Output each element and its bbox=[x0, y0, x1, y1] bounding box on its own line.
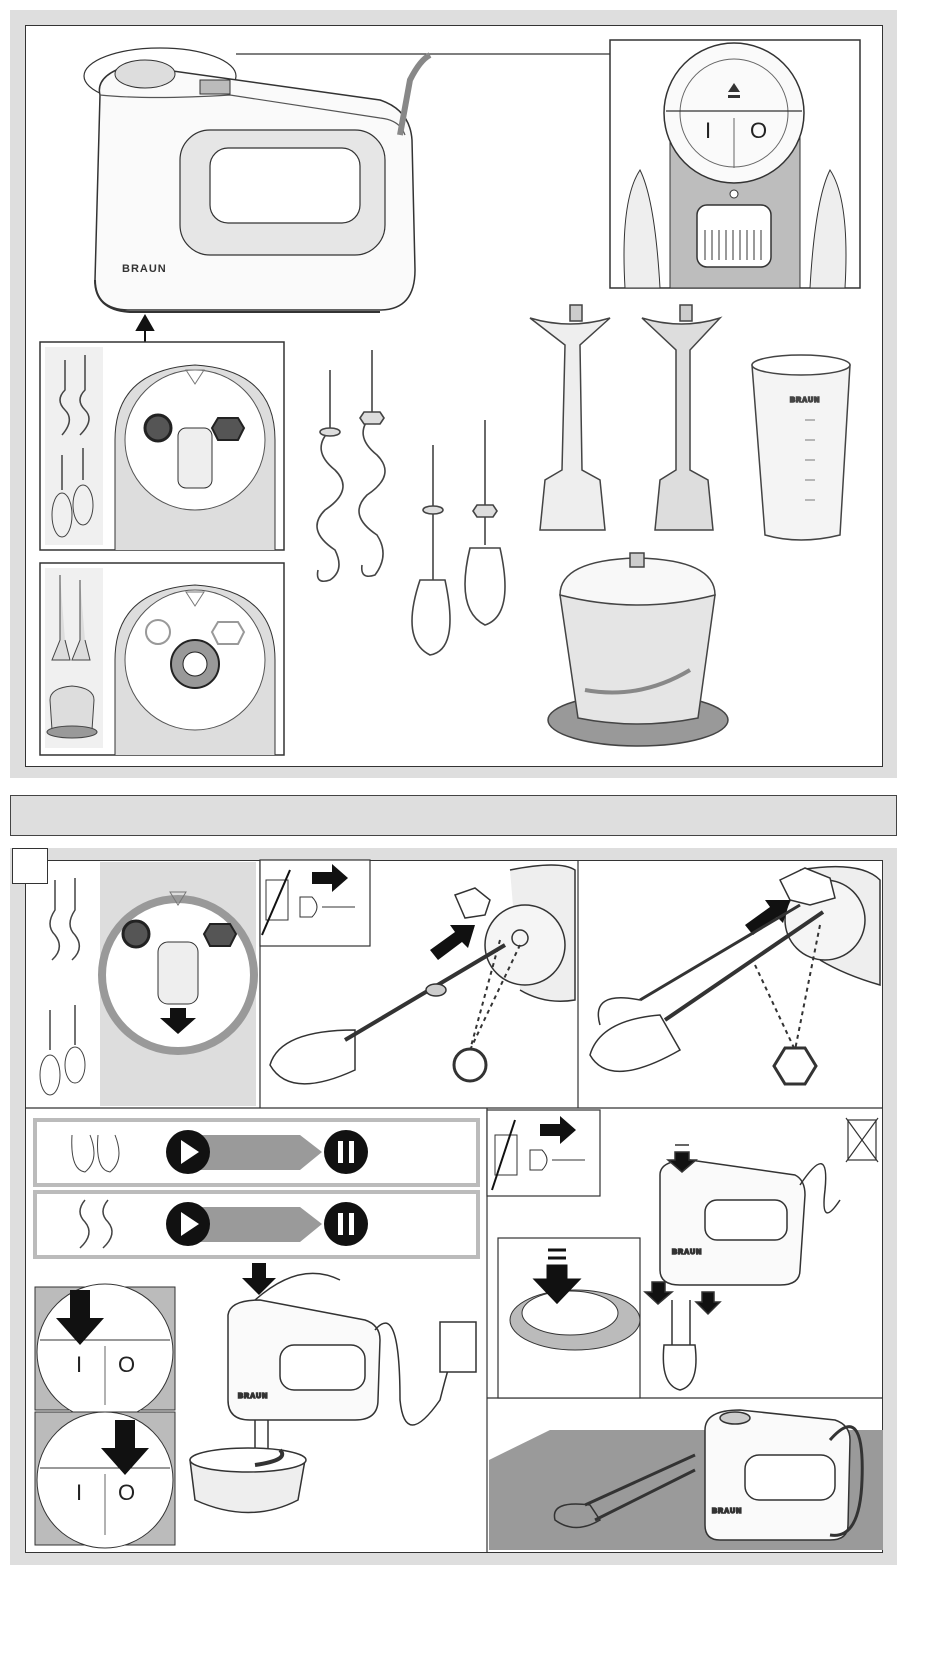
no-water-icon bbox=[845, 1117, 879, 1163]
blender-shafts bbox=[529, 304, 723, 531]
step-select-socket bbox=[39, 862, 258, 1106]
arrow-up-icon bbox=[135, 313, 155, 342]
dough-hooks bbox=[316, 350, 386, 583]
arrow-down-icon bbox=[101, 1420, 149, 1475]
off-symbol: O bbox=[750, 118, 767, 143]
step-storage: BRAUN bbox=[489, 1409, 883, 1550]
speed-chart-whisks bbox=[33, 1118, 480, 1187]
unplug-warning-box bbox=[259, 859, 371, 947]
rotate-icon bbox=[254, 1448, 285, 1467]
pause-icon bbox=[324, 1202, 368, 1246]
off-symbol: O bbox=[118, 1480, 135, 1505]
arrow-right-icon bbox=[312, 864, 348, 892]
eject-icon bbox=[728, 83, 740, 98]
section-label-box bbox=[12, 848, 48, 884]
eject-dial-box bbox=[497, 1237, 641, 1399]
no-socket-icon bbox=[261, 869, 291, 936]
step-insert-whisk bbox=[269, 864, 576, 1085]
caption-bar bbox=[10, 795, 897, 836]
step-insert-second-whisk bbox=[589, 865, 881, 1086]
arrow-down-icon bbox=[665, 1144, 699, 1173]
step-eject-beaters: BRAUN bbox=[643, 1144, 841, 1391]
chopper-attachment bbox=[547, 552, 729, 747]
brand-logo: BRAUN bbox=[672, 1249, 702, 1256]
hand-mixer-body: BRAUN bbox=[94, 52, 432, 313]
off-symbol: O bbox=[118, 1352, 135, 1377]
arrow-right-icon bbox=[430, 925, 475, 960]
arrow-down-icon bbox=[242, 1263, 276, 1295]
brand-logo: BRAUN bbox=[238, 1393, 268, 1400]
switch-on-dial: I O bbox=[34, 1283, 176, 1421]
socket-beaters-inset bbox=[39, 341, 285, 551]
beaker-logo: BRAUN bbox=[790, 397, 820, 404]
switch-closeup-inset: I O bbox=[609, 39, 861, 289]
brand-logo: BRAUN bbox=[712, 1508, 742, 1515]
on-symbol: I bbox=[76, 1352, 82, 1377]
on-symbol: I bbox=[705, 118, 711, 143]
socket-blender-inset bbox=[39, 562, 285, 756]
speed-chart-hooks bbox=[33, 1190, 480, 1259]
brand-logo: BRAUN bbox=[122, 263, 167, 275]
arrow-down-icon bbox=[56, 1290, 104, 1345]
plug-icon bbox=[299, 896, 355, 918]
step-mixing-bowl: BRAUN bbox=[189, 1263, 477, 1514]
arrow-right-icon bbox=[540, 1116, 576, 1144]
pause-icon bbox=[324, 1130, 368, 1174]
switch-off-dial: I O bbox=[34, 1411, 176, 1549]
plug-icon bbox=[529, 1149, 585, 1171]
unplug-warning-box-2 bbox=[486, 1109, 601, 1197]
arrow-right-icon bbox=[745, 900, 790, 935]
on-symbol: I bbox=[76, 1480, 82, 1505]
whisks bbox=[411, 420, 506, 656]
arrow-down-icon bbox=[160, 1008, 196, 1034]
arrow-down-icon bbox=[532, 1248, 582, 1305]
measuring-beaker: BRAUN bbox=[751, 354, 851, 541]
overview-illustration: BRAUN I O bbox=[39, 39, 861, 756]
